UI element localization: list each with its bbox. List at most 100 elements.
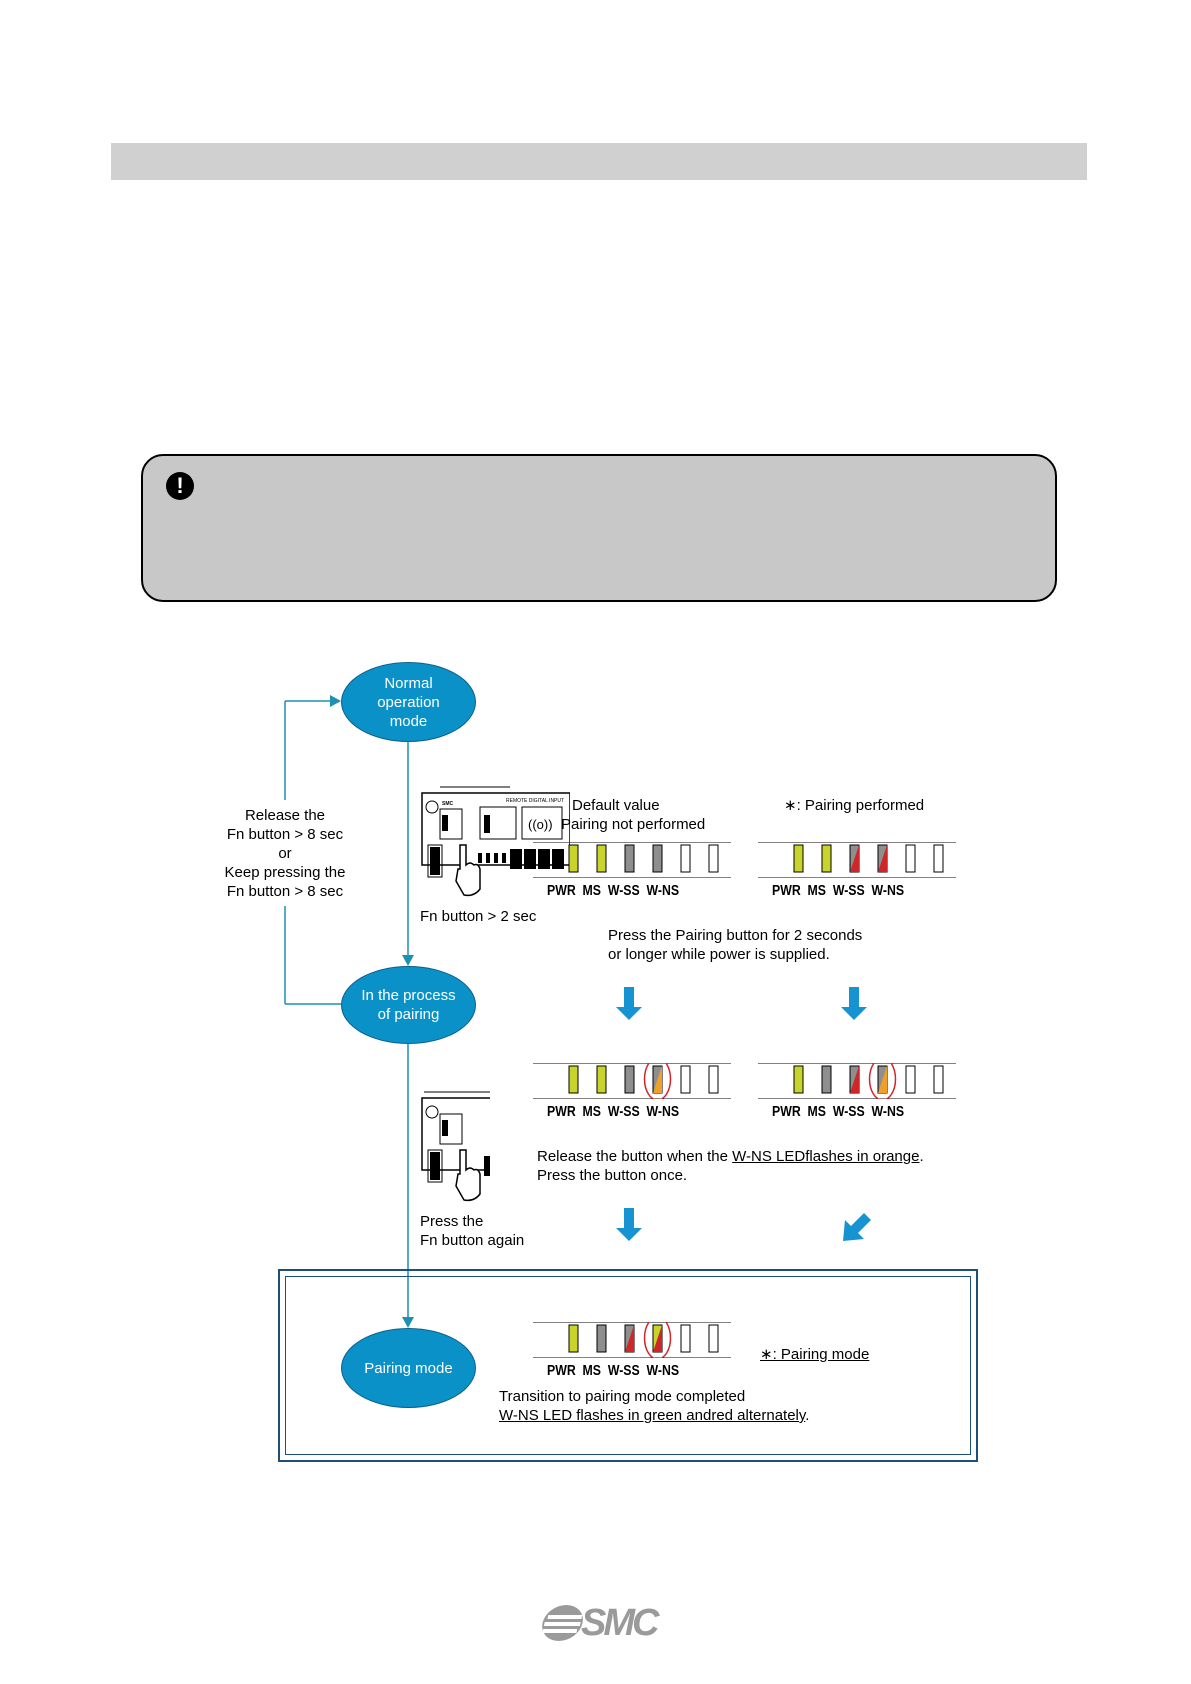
flow-arrow-head	[402, 1317, 414, 1328]
led-strip-default	[533, 842, 731, 878]
led-w-ss	[850, 845, 859, 872]
release-note-line: Fn button > 8 sec	[226, 826, 344, 843]
flow-arrow-head	[330, 695, 341, 707]
hand-pointer-icon	[455, 1149, 481, 1202]
led-label-w-ss: W-SS	[832, 1103, 865, 1120]
smc-logo-mark	[542, 1605, 583, 1641]
press-instruction-line: Press the Pairing button for 2 seconds	[608, 927, 863, 944]
led-label-pwr: PWR	[547, 882, 576, 899]
release-note-line: Release the	[244, 807, 326, 824]
release-note-line: Keep pressing the	[224, 864, 346, 881]
device-illustration	[421, 1091, 490, 1202]
release-instruction-end: .	[919, 1148, 924, 1165]
pairing-mode-frame-inner	[285, 1276, 971, 1455]
led-label-pwr: PWR	[772, 1103, 801, 1120]
node-label-line: Normal	[384, 674, 433, 692]
led-pwr	[568, 844, 579, 873]
led-label-w-ns: W-NS	[646, 1362, 680, 1379]
node-label-line: operation	[377, 693, 440, 711]
down-arrow-icon	[616, 1208, 642, 1241]
led-label-w-ns: W-NS	[871, 1103, 905, 1120]
led-label-ms: MS	[582, 1103, 601, 1120]
smc-logo: SMC	[537, 1602, 667, 1644]
led-label-w-ss: W-SS	[607, 1362, 640, 1379]
led-label-row: PWR MS W-SS W-NS	[547, 1362, 679, 1379]
led-label-row: PWR MS W-SS W-NS	[547, 882, 679, 899]
led-w-ns-orange	[653, 1066, 662, 1093]
led-ms	[821, 844, 832, 873]
led-label-w-ss: W-SS	[607, 1103, 640, 1120]
highlight-ring	[643, 1063, 672, 1099]
flash-description: W-NS LED flashes in green andred alterna…	[499, 1406, 809, 1425]
led-w-ns	[878, 845, 887, 872]
caution-box: !	[141, 454, 1057, 602]
led-label-pwr: PWR	[547, 1362, 576, 1379]
release-note-line: Fn button > 8 sec	[226, 883, 344, 900]
release-instruction: Release the button when the W-NS LEDflas…	[537, 1147, 924, 1166]
led-label-w-ns: W-NS	[646, 882, 680, 899]
release-instruction-led: W-NS LED	[732, 1148, 806, 1165]
press-once-instruction: Press the button once.	[537, 1167, 688, 1184]
led-label-row: PWR MS W-SS W-NS	[772, 882, 904, 899]
led-w-ns-green-red	[653, 1325, 662, 1352]
node-label-line: mode	[389, 712, 428, 730]
diagonal-arrow-icon	[843, 1213, 871, 1241]
led-w-ns	[652, 844, 663, 873]
node-label-line: of pairing	[377, 1006, 440, 1023]
led-label-ms: MS	[582, 882, 601, 899]
led-strip-performed	[758, 842, 956, 878]
led-label-w-ns: W-NS	[871, 882, 905, 899]
section-header-bar	[111, 143, 1087, 180]
press-again-line: Press the	[420, 1213, 484, 1230]
flash-description-end: .	[805, 1407, 810, 1424]
led-strip-process-default	[533, 1063, 731, 1099]
led-label-w-ss: W-SS	[607, 882, 640, 899]
pairing-not-performed-title: Pairing not performed	[561, 816, 706, 833]
transition-complete-text: Transition to pairing mode completed	[499, 1388, 746, 1405]
pairing-mode-frame	[278, 1269, 978, 1462]
down-arrow-icon	[616, 987, 642, 1020]
press-again-label: Press the Fn button again	[420, 1212, 524, 1250]
release-note-line: or	[278, 845, 292, 862]
led-label-pwr: PWR	[772, 882, 801, 899]
release-note: Release the Fn button > 8 sec or Keep pr…	[205, 806, 365, 901]
led-label-pwr: PWR	[547, 1103, 576, 1120]
pairing-mode-node: Pairing mode	[341, 1328, 476, 1408]
device-illustration: SMC REMOTE DIGITAL INPUT ((o))	[421, 786, 570, 897]
down-arrow-icon	[841, 987, 867, 1020]
caution-icon: !	[166, 472, 194, 500]
release-instruction-text: Release the button when the	[537, 1148, 733, 1165]
pairing-process-node: In the process of pairing	[341, 966, 476, 1044]
led-w-ss	[624, 844, 635, 873]
press-again-line: Fn button again	[420, 1232, 525, 1249]
pairing-mode-label: ∗: Pairing mode	[760, 1346, 870, 1363]
highlight-ring	[868, 1063, 897, 1099]
press-instruction-line: or longer while power is supplied.	[608, 946, 830, 963]
device-brand-label: SMC	[442, 801, 454, 807]
led-strip-process-performed	[758, 1063, 956, 1099]
led-label-w-ns: W-NS	[646, 1103, 680, 1120]
press-instruction: Press the Pairing button for 2 seconds o…	[608, 926, 862, 964]
pairing-performed-title: ∗: Pairing performed	[784, 797, 925, 814]
flow-arrow-head	[402, 955, 414, 966]
fn-2sec-label: Fn button > 2 sec	[420, 908, 537, 925]
led-label-ms: MS	[582, 1362, 601, 1379]
release-instruction-orange: flashes in orange	[805, 1148, 920, 1165]
led-label-ms: MS	[807, 1103, 826, 1120]
device-model-label: REMOTE DIGITAL INPUT	[506, 798, 564, 804]
led-pwr	[793, 844, 804, 873]
flash-description-text: W-NS LED flashes in green andred alterna…	[499, 1407, 806, 1424]
normal-operation-mode-node: Normal operation mode	[341, 662, 476, 742]
default-value-title: Default value	[572, 797, 660, 814]
led-label-row: PWR MS W-SS W-NS	[547, 1103, 679, 1120]
highlight-ring	[643, 1322, 672, 1358]
hand-pointer-icon	[455, 844, 481, 897]
led-strip-pairing-mode	[533, 1322, 731, 1358]
led-label-w-ss: W-SS	[832, 882, 865, 899]
node-label-line: In the process	[361, 987, 456, 1004]
led-label-row: PWR MS W-SS W-NS	[772, 1103, 904, 1120]
svg-text:((o)): ((o))	[528, 817, 553, 832]
led-ms	[596, 844, 607, 873]
smc-logo-text: SMC	[581, 1602, 659, 1644]
